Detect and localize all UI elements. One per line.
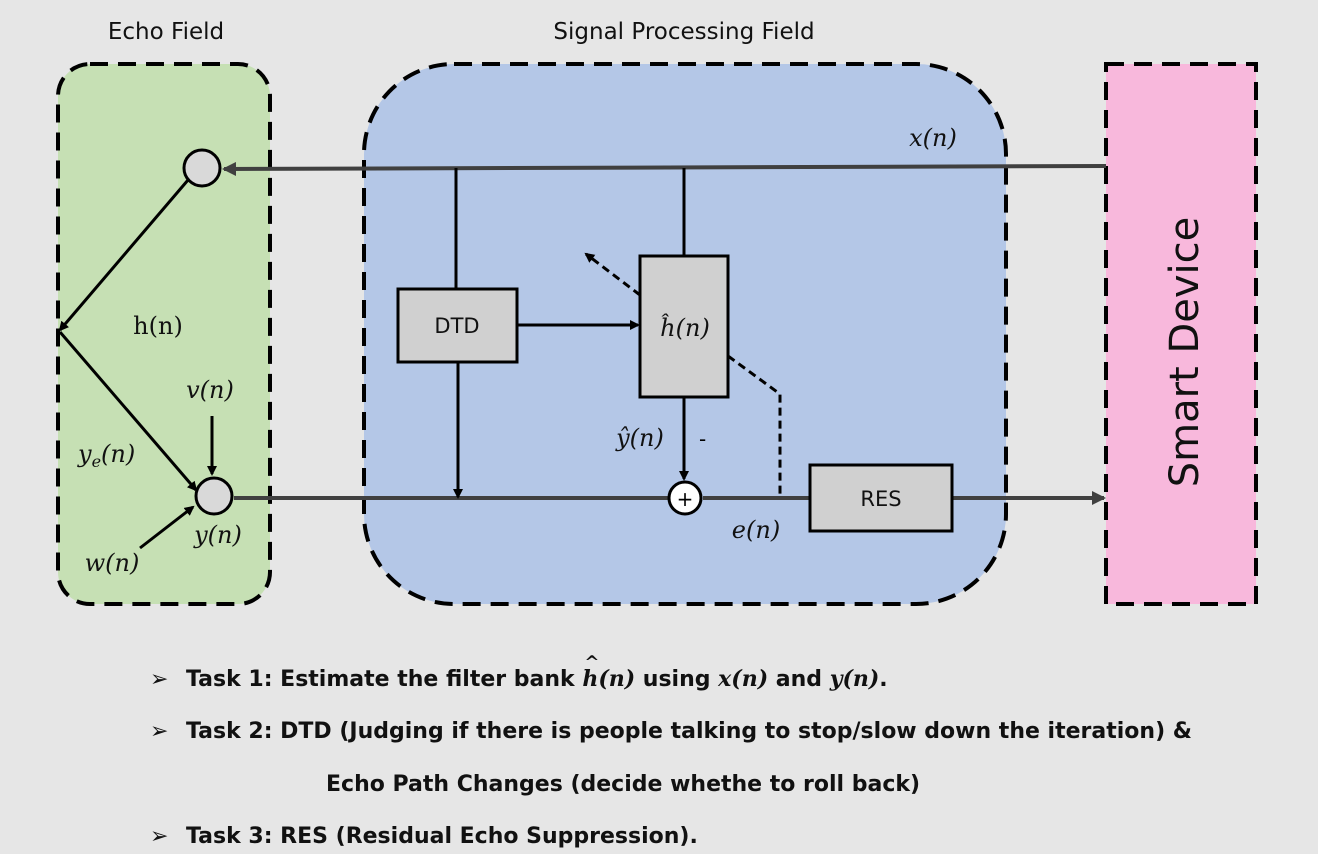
task-1-y: y(n) [829,666,880,692]
v-label: v(n) [186,376,234,404]
adaptive-filter-label: ĥ(n) [660,313,710,342]
smart-device-label: Smart Device [1162,217,1208,488]
task-1-x: x(n) [718,666,769,692]
task-3-marker: ➢ [150,824,169,849]
echo-field-panel [56,62,272,606]
error-sum-node [667,480,703,516]
task-2-continued: Echo Path Changes (decide whethe to roll… [326,772,920,797]
sum-plus-sign: + [677,487,694,511]
echo-path-down-line [58,179,190,332]
x-label: x(n) [909,124,957,152]
res-box-label: RES [860,487,901,511]
task-1: ➢ Task 1: Estimate the filter bank h(n) u… [150,652,888,692]
task-1-end: . [879,667,888,692]
echo-cancellation-diagram: Echo Field Signal Processing Field Smart… [56,19,1258,606]
smart-device-panel [1104,62,1258,606]
signal-processing-field-title: Signal Processing Field [553,19,814,45]
task-2-line-2: Echo Path Changes (decide whethe to roll… [326,772,921,797]
echo-path-return-line [58,331,198,492]
microphone-sum-node [194,476,234,516]
res-box [808,463,954,533]
task-1-and: and [768,667,830,692]
echo-field-title: Echo Field [108,19,224,45]
adaptive-filter-box [638,254,730,399]
x-signal-line [222,161,1107,176]
task-3-text: Task 3: RES (Residual Echo Suppression). [186,824,698,849]
w-label: w(n) [85,549,140,577]
task-1-mid: using [635,667,719,692]
e-label: e(n) [732,516,780,544]
dtd-box [396,287,519,364]
task-2-marker: ➢ [150,719,169,744]
ye-label: ye(n) [77,440,135,471]
adaptation-arrow [584,252,641,297]
w-input-line [139,505,195,550]
y-label: y(n) [193,521,242,549]
task-1-h-arg: (n) [598,666,636,692]
minus-sign: - [699,427,706,451]
error-feedback-dashed-line [727,354,782,498]
task-1-prefix: Task 1: Estimate the filter bank [186,667,583,692]
task-1-marker: ➢ [150,667,169,692]
h-label: h(n) [133,312,183,340]
task-2: ➢ Task 2: DTD (Judging if there is people… [150,719,1192,744]
task-3: ➢ Task 3: RES (Residual Echo Suppression)… [150,824,698,849]
loudspeaker-node [182,148,222,188]
task-1-h-hat: h [582,652,599,692]
dtd-box-label: DTD [434,314,479,338]
task-2-line-1: Task 2: DTD (Judging if there is people … [186,719,1192,744]
y-hat-label: ŷ(n) [615,424,664,452]
